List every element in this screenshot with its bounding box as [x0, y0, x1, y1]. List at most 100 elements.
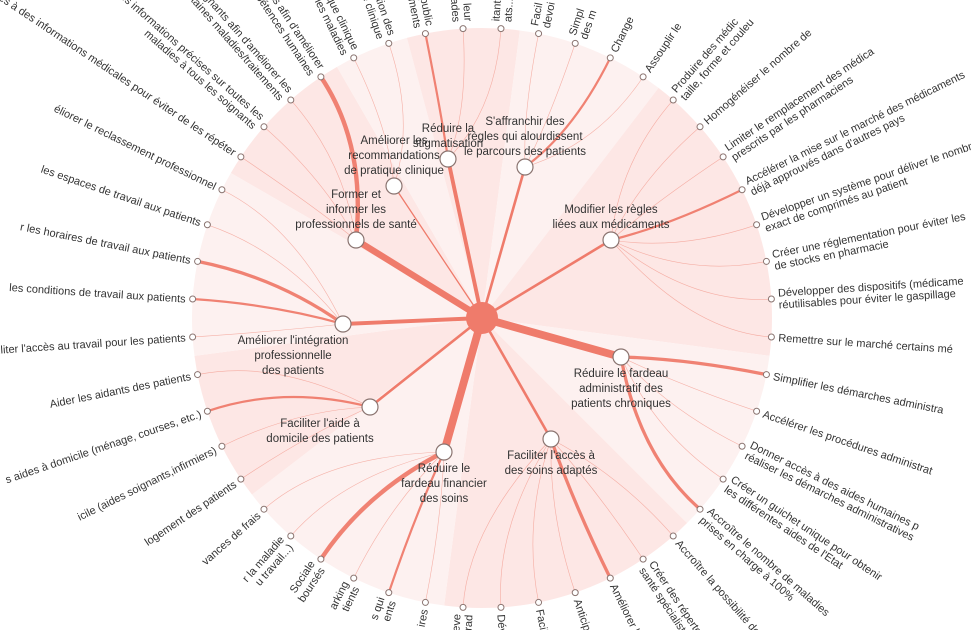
leaf-changer-les-regles[interactable]: Change [606, 15, 637, 62]
leaf-node-icon[interactable] [669, 96, 677, 104]
leaf-node-icon[interactable] [287, 532, 295, 540]
leaf-assouplir-les-regles[interactable]: Assouplir le [639, 21, 684, 81]
category-node-icon[interactable] [435, 443, 453, 461]
leaf-node-icon[interactable] [497, 25, 505, 33]
leaf-node-icon[interactable] [571, 589, 579, 597]
leaf-node-icon[interactable] [762, 257, 770, 265]
leaf-sensibiliser-le-grand-public-aux-maladie[interactable]: publicitements [403, 0, 435, 38]
leaf-node-icon[interactable] [738, 442, 746, 450]
leaf-developper-la-medecine-traditionnelle[interactable]: Devetrad [450, 603, 476, 635]
leaf-node-icon[interactable] [350, 574, 358, 582]
leaf-node-icon[interactable] [753, 221, 761, 229]
leaf-node-icon[interactable] [194, 371, 202, 379]
leaf-sensibiliser-au-fait-qu-etre-malade-n-es[interactable]: itantats... [490, 0, 516, 33]
leaf-node-icon[interactable] [669, 532, 677, 540]
leaf-node-icon[interactable] [189, 295, 197, 303]
leaf-node-icon[interactable] [203, 221, 211, 229]
leaf-faciliter-les-demarches-devant-etre-reno[interactable]: Facildevoi [529, 0, 558, 38]
category-node-icon[interactable] [439, 150, 457, 168]
leaf-adapter-les-conditions-de-travail-aux-pa[interactable]: les conditions de travail aux patients [9, 282, 197, 306]
category-node-icon[interactable] [602, 231, 620, 249]
sector-ameliorer-les-recommandations-de-pratiqu [337, 37, 482, 319]
leaf-adapter-les-horaires-de-travail-aux-pati[interactable]: r les horaires de travail aux patients [19, 221, 202, 267]
leaf-node-icon[interactable] [194, 257, 202, 265]
leaf-faciliter-l-acces[interactable]: Faciliter [533, 598, 552, 635]
leaf-compenser-les-pertes-liees-a-la-maladie-[interactable]: r la maladieu travail...) [240, 532, 296, 593]
root-hub[interactable] [466, 302, 498, 334]
category-node-icon[interactable] [334, 315, 352, 333]
leaf-ameliorer-la-prise-en-charge-par-la-secu[interactable]: Socialeboursés [286, 555, 328, 605]
leaf-node-icon[interactable] [497, 603, 505, 611]
category-node-icon[interactable] [516, 158, 534, 176]
leaf-node-icon[interactable] [571, 39, 579, 47]
leaf-node-icon[interactable] [385, 589, 393, 597]
leaf-node-icon[interactable] [767, 333, 775, 341]
leaf-developper[interactable]: Dével [494, 603, 508, 635]
leaf-developper-des-dispositifs-medicaments-r[interactable]: Développer des dispositifs (médicameréut… [767, 275, 964, 312]
leaf-node-icon[interactable] [639, 73, 647, 81]
leaf-node-icon[interactable] [260, 505, 268, 513]
leaf-node-icon[interactable] [606, 574, 614, 582]
leaf-node-icon[interactable] [350, 54, 358, 62]
leaf-anticiper-le-parcours-de-soins[interactable]: Anticiper le [571, 589, 600, 635]
link-leaf [620, 355, 767, 377]
leaf-diffuser-des-informations-precises-sur-t[interactable]: des informations précises sur toutes les… [105, 0, 268, 132]
leaf-node-icon[interactable] [696, 505, 704, 513]
leaf-node-icon[interactable] [696, 123, 704, 131]
leaf-rembourser-les-soins-qui-manquent-aux-pa[interactable]: s quients [369, 589, 399, 626]
leaf-simplifier-les-demarches-administratives[interactable]: Simplifier les démarches administra [762, 371, 945, 417]
leaf-node-icon[interactable] [535, 598, 543, 606]
category-node-icon[interactable] [612, 348, 630, 366]
leaf-node-icon[interactable] [753, 407, 761, 415]
leaf-node-icon[interactable] [459, 603, 467, 611]
leaf-node-icon[interactable] [237, 475, 245, 483]
leaf-node-icon[interactable] [317, 555, 325, 563]
leaf-aider-les-aidants-des-patients[interactable]: Aider les aidants des patients [49, 371, 202, 411]
leaf-reduire-les-frais-de-parking-pour-les-pa[interactable]: arkingtients [328, 574, 363, 617]
leaf-node-icon[interactable] [535, 30, 543, 38]
leaf-rembourser-les-soins-complementaires[interactable]: ires [416, 598, 431, 628]
leaf-faciliter-l-acces-au-travail-pour-les-pa[interactable]: ciliter l'accès au travail pour les pati… [0, 332, 197, 357]
category-node-icon[interactable] [385, 177, 403, 195]
leaf-remettre-sur-le-marche-certains-medicame[interactable]: Remettre sur le marché certains mé [767, 332, 953, 356]
leaf-node-icon[interactable] [287, 96, 295, 104]
leaf-node-icon[interactable] [203, 407, 211, 415]
leaf-node-icon[interactable] [738, 186, 746, 194]
leaf-node-icon[interactable] [189, 333, 197, 341]
category-node-icon[interactable] [542, 430, 560, 448]
leaf-node-icon[interactable] [719, 153, 727, 161]
leaf-simplifier-les-demarches-des-malades[interactable]: Simpldes m [567, 5, 599, 47]
leaf-node-icon[interactable] [719, 475, 727, 483]
link-leaf [610, 239, 772, 300]
leaf-label: Anticiper le [571, 598, 600, 630]
leaf-node-icon[interactable] [421, 30, 429, 38]
leaf-node-icon[interactable] [762, 371, 770, 379]
leaf-node-icon[interactable] [459, 25, 467, 33]
leaf-node-icon[interactable] [385, 39, 393, 47]
leaf-node-icon[interactable] [421, 598, 429, 606]
leaf-node-icon[interactable] [767, 295, 775, 303]
leaf-node-icon[interactable] [260, 123, 268, 131]
leaf-node-icon[interactable] [218, 442, 226, 450]
leaf-node-icon[interactable] [606, 54, 614, 62]
sector-backgrounds [192, 28, 772, 608]
category-node-icon[interactable] [347, 231, 365, 249]
leaf-node-icon[interactable] [317, 73, 325, 81]
leaf-lutter-contre-la-stigmatisation-des-mala[interactable]: s leuralades [447, 0, 474, 33]
leaf-creer-des-repertoires-des-professionnels[interactable]: Créer des répertoires desanté spécialist… [636, 555, 722, 635]
leaf-node-icon[interactable] [218, 186, 226, 194]
leaf-node-icon[interactable] [237, 153, 245, 161]
category-node-icon[interactable] [361, 398, 379, 416]
leaf-node-icon[interactable] [639, 555, 647, 563]
leaf-label: Aider les aidants des patients [49, 371, 193, 411]
